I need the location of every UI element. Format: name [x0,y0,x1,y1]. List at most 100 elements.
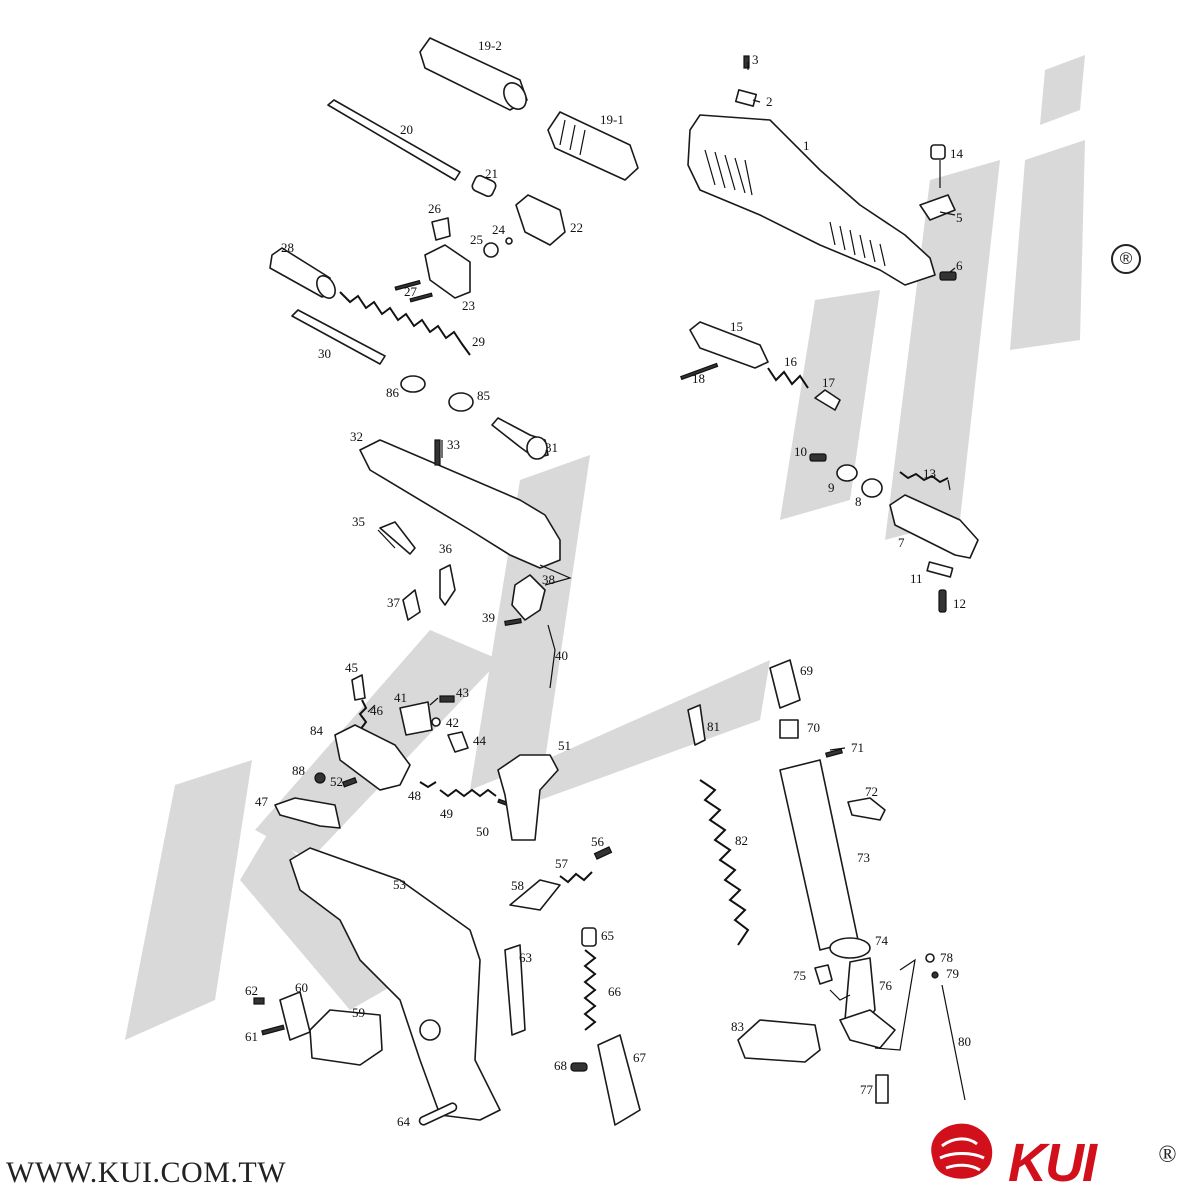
part-number-label: 58 [511,878,524,893]
part-number-label: 72 [865,784,878,799]
spring-48 [419,781,437,789]
part-number-label: 82 [735,833,748,848]
leader-lines [367,62,956,1051]
part-number-label: 35 [352,514,365,529]
part-number-label: 28 [281,240,294,255]
part-77 [875,1074,889,1104]
o-ring-24 [505,237,513,245]
part-number-label: 37 [387,595,401,610]
part-number-label: 42 [446,715,459,730]
part-number-label: 77 [860,1082,874,1097]
screw-27b [409,292,433,303]
o-ring-74 [829,937,871,959]
baseplate-83 [737,1019,821,1063]
hop-rubber-25 [483,242,499,258]
magazine-assembly [687,659,966,1104]
part-number-label: 70 [807,720,820,735]
part-number-label: 26 [428,201,442,216]
part-number-label: 38 [542,572,555,587]
part-number-label: 18 [692,371,705,386]
part-number-label: 8 [855,494,862,509]
magazine-73 [779,759,859,951]
part-number-label: 17 [822,375,836,390]
part-number-label: 7 [898,535,905,550]
hop-chamber-22 [515,194,566,246]
part-number-label: 68 [554,1058,567,1073]
spring-66 [583,949,597,1031]
spring-57 [559,871,593,884]
rod-80 [941,984,966,1101]
part-number-label: 10 [794,444,807,459]
part-number-label: 50 [476,824,489,839]
pin-56 [593,846,613,860]
part-number-label: 56 [591,834,605,849]
part-number-label: 5 [956,210,963,225]
recoil-assembly [269,247,549,460]
part-37 [402,589,421,621]
rear-sight [919,194,956,221]
part-number-label: 57 [555,856,569,871]
part-number-label: 30 [318,346,331,361]
part-number-label: 39 [482,610,495,625]
inner-barrel-20 [327,99,461,181]
nozzle-17 [814,389,841,411]
base-76b [839,1009,896,1049]
sight-pin [743,55,750,69]
part-number-label: 25 [470,232,483,247]
part-number-label: 52 [330,774,343,789]
blowback-block-7 [889,494,979,559]
part-number-label: 78 [940,950,953,965]
lion-logo-icon [931,1123,993,1179]
screw-33 [434,439,441,466]
part-45 [351,674,366,701]
housing-84 [334,724,411,791]
part-number-label: 59 [352,1005,365,1020]
piece-11 [926,561,954,578]
lower-frame [253,846,641,1126]
guide-rod-30 [291,309,386,365]
pin-64 [418,1102,458,1126]
part-number-label: 14 [950,146,964,161]
slide-screw [939,271,957,281]
valve-8 [861,478,883,498]
part-number-label: 80 [958,1034,971,1049]
part-44 [447,731,469,753]
rail-32 [359,439,561,569]
part-number-label: 61 [245,1029,258,1044]
website-url[interactable]: WWW.KUI.COM.TW [6,1156,287,1189]
part-number-label: 73 [857,850,870,865]
part-number-label: 19-2 [478,38,502,53]
frame-53 [289,847,501,1121]
locking-block-23 [424,244,471,299]
part-78 [925,953,935,963]
part-number-label: 3 [752,52,759,67]
spring-40 [547,624,556,689]
part-number-label: 84 [310,723,324,738]
outer-barrel-19-1 [547,111,639,181]
recoil-spring-29 [339,291,471,356]
part-70 [779,719,799,739]
barrel-group [327,37,639,303]
screw-10 [809,453,827,462]
part-number-label: 67 [633,1050,647,1065]
brand-registered-mark: ® [1158,1142,1177,1168]
magwell-59 [309,1009,383,1066]
part-number-label: 29 [472,334,485,349]
rear-sight-screw [930,144,946,160]
part-36 [439,564,456,606]
part-number-label: 63 [519,950,532,965]
valve-72 [847,797,886,821]
part-number-label: 71 [851,740,864,755]
screw-43 [439,695,455,703]
part-number-label: 6 [956,258,963,273]
part-number-label: 24 [492,222,506,237]
part-number-label: 22 [570,220,583,235]
part-number-label: 69 [800,663,813,678]
hop-clip-26 [431,217,451,241]
part-number-label: 79 [946,966,959,981]
part-number-label: 64 [397,1114,411,1129]
screw-88 [314,772,326,784]
pin-18 [680,362,719,381]
part-number-label: 46 [370,703,384,718]
part-number-label: 44 [473,733,487,748]
